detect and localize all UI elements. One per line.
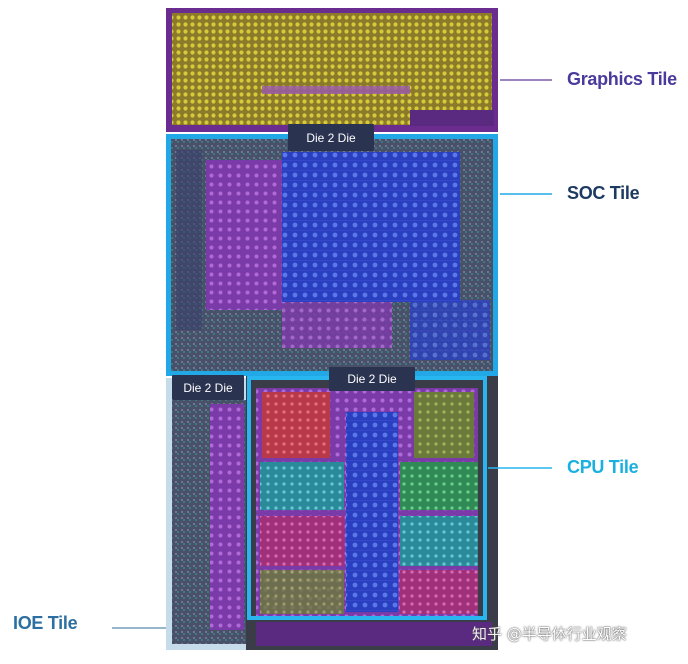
soc-tile-label: SOC Tile [567, 183, 640, 203]
source-watermark: 知乎 @半导体行业观察 [472, 625, 627, 643]
graphics-tile-die [166, 8, 498, 132]
ioe-tile-die [166, 378, 250, 650]
die-to-die-label-top: Die 2 Die [288, 124, 374, 151]
die-to-die-label-left: Die 2 Die [172, 375, 244, 400]
ioe-tile-label: IOE Tile [13, 613, 78, 633]
graphics-tile-label: Graphics Tile [567, 69, 677, 89]
cpu-tile-die [246, 376, 498, 650]
cpu-tile-label: CPU Tile [567, 457, 639, 477]
soc-tile-die [166, 134, 498, 376]
die-to-die-label-cpu: Die 2 Die [329, 367, 415, 391]
